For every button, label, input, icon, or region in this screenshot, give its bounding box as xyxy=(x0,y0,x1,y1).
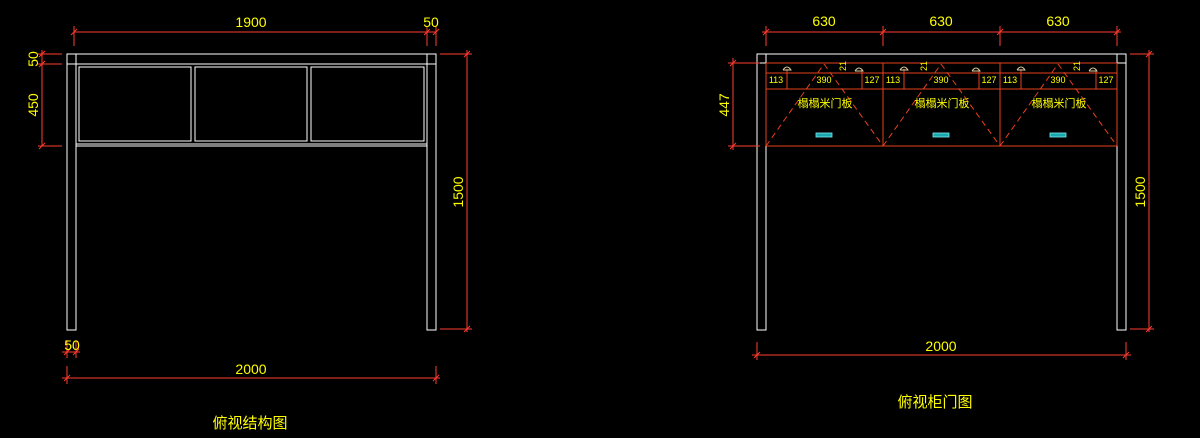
door-handle xyxy=(815,132,833,138)
left-dim-top: 1900 50 xyxy=(70,14,440,46)
right-dim-top-2: 630 xyxy=(929,13,953,29)
left-structure-view: 1900 50 50 450 1500 xyxy=(25,14,472,432)
right-dim-left: 447 xyxy=(716,58,760,150)
right-dim-top-1: 630 xyxy=(812,13,836,29)
door-handle xyxy=(932,132,950,138)
right-dim-right-height: 1500 xyxy=(1132,176,1148,207)
cabinet-door-1: 21 113 390 127 榻榻米门板 xyxy=(765,61,884,147)
right-dim-bottom: 2000 xyxy=(752,338,1131,360)
cabinet-1-sub-left: 113 xyxy=(769,75,783,85)
left-dim-top-total: 1900 xyxy=(235,14,266,30)
left-caption: 俯视结构图 xyxy=(212,414,287,432)
cabinet-2-sub-left: 113 xyxy=(886,75,900,85)
hinge-icon xyxy=(782,66,792,71)
hinge-icon xyxy=(971,67,981,72)
door-handle xyxy=(1049,132,1067,138)
left-frame xyxy=(66,53,437,331)
cabinet-2-sub-right: 127 xyxy=(981,75,996,85)
cabinet-1-sub-mid: 390 xyxy=(816,75,831,85)
hinge-icon xyxy=(1088,67,1098,72)
cabinet-3-sub-mid: 390 xyxy=(1050,75,1065,85)
hinge-icon xyxy=(854,67,864,72)
right-door-view: 21 113 390 127 榻榻米门板 21 113 390 127 榻榻米门… xyxy=(716,13,1154,411)
cabinet-door-3: 21 113 390 127 榻榻米门板 xyxy=(999,61,1118,147)
left-dim-left: 50 450 xyxy=(25,50,62,150)
left-dim-bottom: 50 2000 xyxy=(62,337,440,384)
left-dim-right-height: 1500 xyxy=(450,176,466,207)
cabinet-3-sub-right: 127 xyxy=(1098,75,1113,85)
right-dim-top: 630 630 630 xyxy=(762,13,1121,46)
cabinet-2-label: 榻榻米门板 xyxy=(915,96,970,110)
cabinet-door-2: 21 113 390 127 榻榻米门板 xyxy=(882,61,1001,147)
left-dim-right: 1500 xyxy=(440,50,472,333)
cabinet-1-small-dim: 21 xyxy=(838,61,848,71)
cabinet-2-sub-mid: 390 xyxy=(933,75,948,85)
hinge-icon xyxy=(1016,66,1026,71)
right-caption: 俯视柜门图 xyxy=(897,393,972,411)
left-dim-top-right: 50 xyxy=(423,14,439,30)
left-dim-bottom-small: 50 xyxy=(64,337,80,353)
cabinet-1-sub-right: 127 xyxy=(864,75,879,85)
left-dim-bottom-total: 2000 xyxy=(235,361,266,377)
cabinet-3-label: 榻榻米门板 xyxy=(1032,96,1087,110)
right-dim-bottom-total: 2000 xyxy=(925,338,956,354)
cabinet-3-small-dim: 21 xyxy=(1072,61,1082,71)
cabinet-2-small-dim: 21 xyxy=(919,61,929,71)
hinge-icon xyxy=(899,66,909,71)
cabinet-1-label: 榻榻米门板 xyxy=(798,96,853,110)
left-dim-left-top: 50 xyxy=(25,51,41,67)
left-dim-left-mid: 450 xyxy=(25,93,41,117)
right-dim-right: 1500 xyxy=(1130,50,1154,333)
cabinet-3-sub-left: 113 xyxy=(1003,75,1017,85)
right-frame xyxy=(756,53,1127,331)
right-dim-left-height: 447 xyxy=(716,93,732,117)
right-dim-top-3: 630 xyxy=(1046,13,1070,29)
